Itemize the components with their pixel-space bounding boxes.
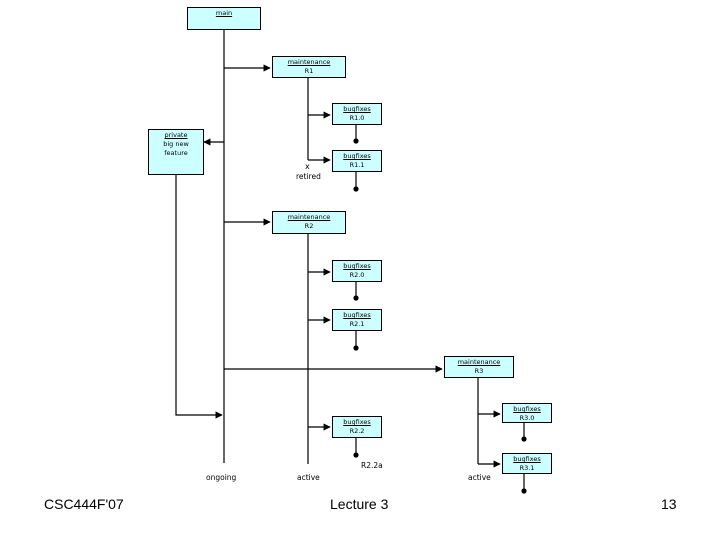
box-private-line3: feature — [164, 149, 188, 157]
label-active-r2: active — [297, 473, 320, 482]
box-bugfixes-r31: bugfixes R3.1 — [502, 453, 552, 474]
box-bugfixes-r22-sub: R2.2 — [349, 427, 365, 435]
footer-course: CSC444F'07 — [44, 496, 124, 512]
box-bugfixes-r21: bugfixes R2.1 — [332, 309, 382, 331]
box-maintenance-r3-sub: R3 — [474, 367, 484, 375]
label-retired: retired — [296, 172, 321, 181]
footer-page-number: 13 — [661, 496, 677, 512]
box-bugfixes-r20-title: bugfixes — [343, 262, 371, 270]
box-bugfixes-r22-title: bugfixes — [343, 418, 371, 426]
box-maintenance-r2-sub: R2 — [304, 222, 314, 230]
box-private-title: private — [164, 131, 188, 139]
box-bugfixes-r11-title: bugfixes — [343, 152, 371, 160]
box-private-line2: big new — [163, 140, 189, 148]
box-bugfixes-r11: bugfixes R1.1 — [332, 150, 382, 172]
box-bugfixes-r30-title: bugfixes — [513, 405, 541, 413]
box-bugfixes-r10-sub: R1.0 — [349, 114, 365, 122]
footer-lecture: Lecture 3 — [330, 496, 389, 512]
end-dot-r22 — [353, 452, 359, 458]
box-maintenance-r2-title: maintenance — [287, 213, 331, 221]
box-bugfixes-r21-sub: R2.1 — [349, 320, 365, 328]
label-r22a: R2.2a — [361, 461, 383, 470]
box-bugfixes-r21-title: bugfixes — [343, 311, 371, 319]
label-ongoing: ongoing — [206, 473, 237, 482]
box-bugfixes-r11-sub: R1.1 — [349, 161, 365, 169]
end-dot-r10 — [353, 138, 359, 144]
box-maintenance-r3: maintenance R3 — [444, 356, 514, 378]
end-dot-r30 — [521, 436, 527, 442]
box-maintenance-r1: maintenance R1 — [272, 56, 346, 78]
end-dot-r21 — [353, 345, 359, 351]
box-bugfixes-r30-sub: R3.0 — [519, 414, 535, 422]
box-bugfixes-r31-sub: R3.1 — [519, 464, 535, 472]
box-bugfixes-r30: bugfixes R3.0 — [502, 403, 552, 423]
end-dot-r31 — [521, 488, 527, 494]
box-main-title: main — [215, 9, 233, 17]
box-bugfixes-r22: bugfixes R2.2 — [332, 416, 382, 438]
box-maintenance-r3-title: maintenance — [457, 358, 501, 366]
box-maintenance-r1-sub: R1 — [304, 67, 314, 75]
box-maintenance-r2: maintenance R2 — [272, 211, 346, 234]
end-dot-r11 — [353, 186, 359, 192]
box-bugfixes-r10: bugfixes R1.0 — [332, 103, 382, 125]
box-bugfixes-r10-title: bugfixes — [343, 105, 371, 113]
box-maintenance-r1-title: maintenance — [287, 58, 331, 66]
box-bugfixes-r20: bugfixes R2.0 — [332, 260, 382, 282]
box-private: private big new feature — [148, 129, 204, 175]
private-merge-line — [175, 175, 223, 419]
box-bugfixes-r20-sub: R2.0 — [349, 271, 365, 279]
box-bugfixes-r31-title: bugfixes — [513, 455, 541, 463]
retired-x-mark: x — [305, 162, 310, 171]
label-active-r3: active — [468, 473, 491, 482]
end-dot-r20 — [353, 295, 359, 301]
box-main: main — [187, 7, 261, 30]
